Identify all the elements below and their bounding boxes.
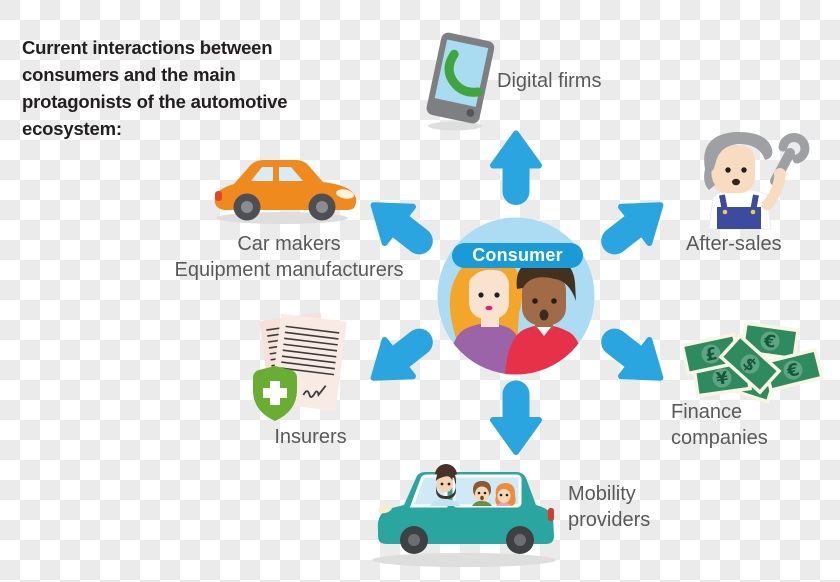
arrow-to-after-sales bbox=[601, 187, 675, 259]
car-makers-label: Car makers Equipment manufacturers bbox=[174, 233, 404, 281]
mobility-providers-label: Mobility providers bbox=[568, 483, 651, 531]
car-icon bbox=[214, 160, 357, 224]
insurers-label: Insurers bbox=[274, 426, 347, 448]
currency-symbol: € bbox=[784, 360, 801, 383]
wrench-icon bbox=[778, 132, 810, 164]
arrow-to-finance-companies bbox=[601, 324, 675, 396]
finance-companies-label: Finance companies bbox=[671, 401, 768, 449]
currency-symbol: € bbox=[762, 331, 778, 353]
arrow-to-mobility-providers bbox=[493, 394, 539, 452]
currency-symbol: ¥ bbox=[715, 368, 730, 389]
banknotes-icon: € ¥ € € £ $ bbox=[683, 321, 825, 404]
after-sales-label: After-sales bbox=[686, 233, 782, 255]
arrow-to-insurers bbox=[359, 324, 433, 396]
mechanic-with-wrench-icon bbox=[704, 131, 810, 230]
digital-firms-label: Digital firms bbox=[497, 70, 602, 92]
smartphone-icon bbox=[426, 32, 495, 131]
shared-van-icon bbox=[372, 464, 556, 567]
currency-symbol: £ bbox=[703, 344, 719, 366]
consumer-couple-icon bbox=[437, 217, 595, 375]
policy-document-shield-icon bbox=[253, 312, 347, 421]
consumer-badge: Consumer bbox=[452, 243, 583, 268]
page-title: Current interactions between consumers a… bbox=[22, 37, 288, 139]
